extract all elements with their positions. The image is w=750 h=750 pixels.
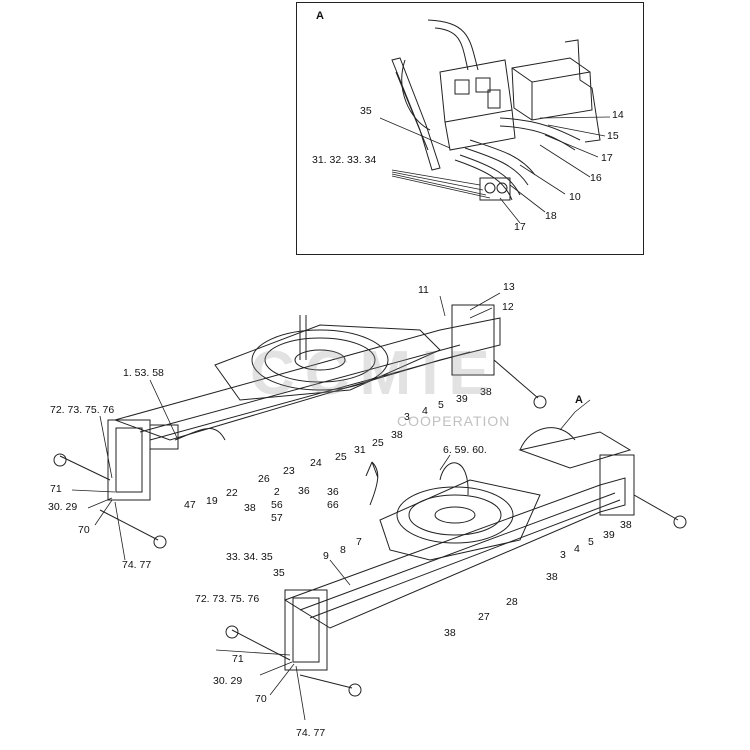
callout-detail-18: 18 [545, 210, 557, 222]
callout-39-lower: 39 [603, 529, 615, 541]
lower-chassis-drawing [225, 427, 687, 697]
callout-2-56-57: 2 56 57 [271, 486, 283, 524]
callout-detail-31-32-33-34: 31. 32. 33. 34 [312, 154, 377, 166]
callout-detail-16: 16 [590, 172, 602, 184]
callout-detail-17a: 17 [601, 152, 613, 164]
upper-chassis-drawing [53, 304, 547, 549]
callout-36: 36 [298, 485, 310, 497]
callout-detail-10: 10 [569, 191, 581, 203]
callout-38-upper-a: 38 [244, 502, 256, 514]
callout-3-upper: 3 [404, 411, 410, 423]
callout-detail-35: 35 [360, 105, 372, 117]
callout-1-53-58: 1. 53. 58 [123, 367, 164, 379]
callout-38-lower-a: 38 [620, 519, 632, 531]
callout-70-lower: 70 [255, 693, 267, 705]
callout-31: 31 [354, 444, 366, 456]
callout-13: 13 [503, 281, 515, 293]
callout-33-34-35: 33. 34. 35 [226, 551, 273, 563]
callout-25-a: 25 [335, 451, 347, 463]
callout-38-upper-c: 38 [480, 386, 492, 398]
callout-47: 47 [184, 499, 196, 511]
callout-7: 7 [356, 536, 362, 548]
callout-5-upper: 5 [438, 399, 444, 411]
callout-35-lower: 35 [273, 567, 285, 579]
callout-23: 23 [283, 465, 295, 477]
callout-detail-14: 14 [612, 109, 624, 121]
callout-detail-17b: 17 [514, 221, 526, 233]
detail-view-frame [296, 2, 644, 255]
callout-74-77-upper: 74. 77 [122, 559, 152, 571]
detail-view-drawing [391, 19, 601, 201]
detail-leader-lines [379, 116, 611, 224]
callout-70-upper: 70 [78, 524, 90, 536]
callout-71-upper: 71 [50, 483, 62, 495]
main-leader-lines [71, 292, 591, 721]
detail-view-letter: A [316, 10, 324, 22]
callout-30-29-lower: 30. 29 [213, 675, 243, 687]
callout-72-73-75-76-upper: 72. 73. 75. 76 [50, 404, 115, 416]
callout-26: 26 [258, 473, 270, 485]
callout-27: 27 [478, 611, 490, 623]
callout-22: 22 [226, 487, 238, 499]
callout-11: 11 [418, 284, 429, 296]
callout-6-59-60: 6. 59. 60. [443, 444, 487, 456]
callout-19: 19 [206, 495, 218, 507]
callout-39-upper: 39 [456, 393, 468, 405]
view-reference-a: A [575, 394, 583, 406]
callout-74-77-lower: 74. 77 [296, 727, 326, 739]
callout-24: 24 [310, 457, 322, 469]
callout-3-lower: 3 [560, 549, 566, 561]
callout-detail-15: 15 [607, 130, 619, 142]
callout-12: 12 [502, 301, 514, 313]
callout-4-upper: 4 [422, 405, 428, 417]
callout-5-lower: 5 [588, 536, 594, 548]
callout-38-upper-b: 38 [391, 429, 403, 441]
callout-72-73-75-76-lower: 72. 73. 75. 76 [195, 593, 260, 605]
callout-25-b: 25 [372, 437, 384, 449]
callout-4-lower: 4 [574, 543, 580, 555]
callout-9: 9 [323, 550, 329, 562]
callout-71-lower: 71 [232, 653, 244, 665]
callout-8: 8 [340, 544, 346, 556]
callout-30-29-upper: 30. 29 [48, 501, 78, 513]
callout-38-lower-c: 38 [546, 571, 558, 583]
callout-28: 28 [506, 596, 518, 608]
callout-36-66: 36 66 [327, 486, 339, 511]
callout-38-lower-b: 38 [444, 627, 456, 639]
